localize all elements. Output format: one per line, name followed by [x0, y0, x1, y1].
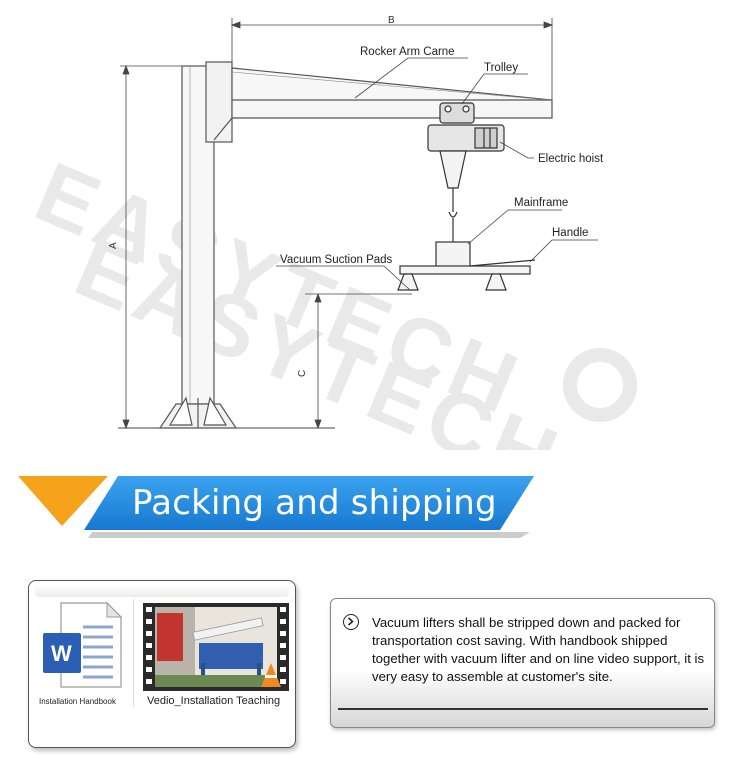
label-handle: Handle	[552, 227, 588, 239]
installation-handbook-label: Installation Handbook	[39, 697, 116, 706]
dimension-b-label: B	[388, 15, 395, 26]
installation-handbook-item[interactable]: W Installation Handbook	[37, 597, 129, 709]
dimension-c-label: C	[297, 370, 308, 377]
installation-video-label: Vedio_Installation Teaching	[147, 695, 281, 707]
leader-lines	[276, 57, 598, 291]
circle-arrow-icon	[343, 614, 359, 630]
banner-orange-triangle	[18, 476, 108, 526]
banner-blue-ribbon	[84, 476, 534, 530]
trolley	[439, 102, 475, 124]
label-rocker-arm: Rocker Arm Carne	[360, 46, 455, 58]
description-panel	[330, 598, 715, 728]
dimension-c	[305, 292, 412, 430]
dimension-a-label: A	[108, 242, 119, 249]
panel-header-strip	[35, 585, 289, 597]
section-banner	[18, 476, 534, 538]
banner-title: Packing and shipping	[132, 483, 497, 523]
jib-crane-diagram: EASYTECH EASYTECH B A C	[23, 15, 637, 450]
description-text: Vacuum lifters shall be stripped down an…	[372, 615, 705, 684]
word-document-icon: W	[43, 601, 123, 688]
panel-divider	[133, 599, 134, 707]
svg-text:W: W	[51, 641, 72, 666]
label-mainframe: Mainframe	[514, 197, 568, 209]
column	[158, 61, 238, 429]
label-trolley: Trolley	[484, 62, 518, 74]
dimension-b	[230, 18, 554, 105]
watermark-gear	[563, 348, 637, 422]
description-panel-underline	[338, 708, 708, 710]
resources-panel: W Installation Handbook	[28, 580, 296, 748]
banner-shadow	[88, 532, 530, 538]
mainframe	[397, 241, 536, 291]
watermark: EASYTECH EASYTECH	[23, 144, 637, 450]
label-electric-hoist: Electric hoist	[538, 153, 604, 165]
label-vacuum-pads: Vacuum Suction Pads	[280, 254, 393, 266]
installation-video-item[interactable]: Vedio_Installation Teaching	[143, 603, 289, 715]
dimension-a	[120, 64, 190, 430]
video-thumbnail	[143, 603, 289, 691]
electric-hoist	[427, 124, 505, 242]
